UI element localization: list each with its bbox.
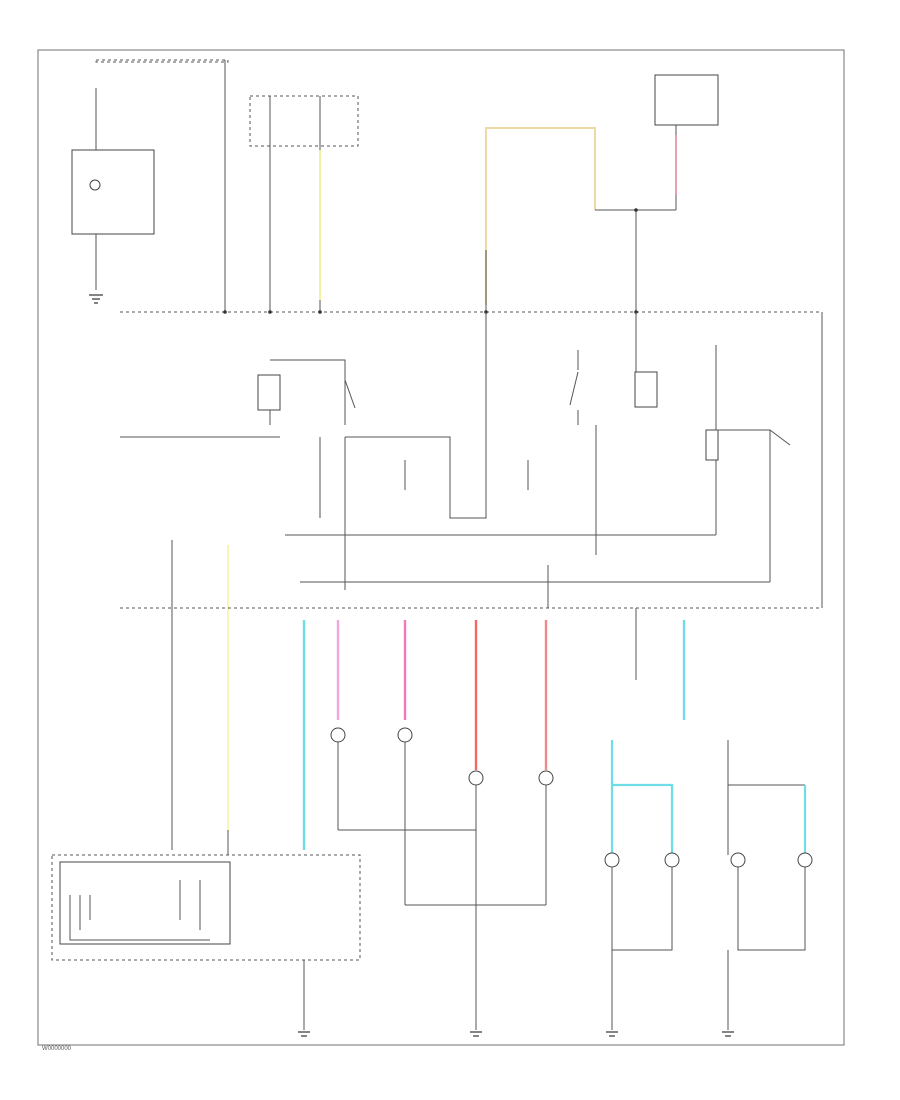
lamp-right-lower xyxy=(538,770,554,905)
ground-icon xyxy=(89,294,103,304)
right-fuse-switch xyxy=(705,345,791,478)
lamp-right-upper xyxy=(397,727,413,905)
fuse-row xyxy=(344,425,597,590)
ground-icon xyxy=(470,1031,482,1037)
lamp-left-lower xyxy=(468,770,484,1030)
ground-icon xyxy=(722,1031,734,1037)
top-left-fuse-block xyxy=(71,59,229,304)
orange-feed-wire xyxy=(485,127,596,305)
diagram-border xyxy=(37,49,845,1046)
left-feed-wires xyxy=(171,540,229,855)
right-relay xyxy=(569,312,658,425)
right-lamp-cluster-b xyxy=(727,740,813,1030)
left-relay xyxy=(257,359,356,425)
bus-connectors xyxy=(223,310,638,314)
top-fuse-pair xyxy=(249,95,359,312)
ground-icon xyxy=(606,1031,618,1037)
right-lamp-cluster-a xyxy=(604,740,680,1030)
bottom-grounds xyxy=(298,1031,734,1037)
lamp-left-upper xyxy=(330,727,346,830)
switch-module xyxy=(51,854,361,1030)
figure-code: W0000000 xyxy=(42,1046,72,1052)
top-right-fuse-box xyxy=(654,74,719,210)
ground-icon xyxy=(298,1031,310,1037)
lamp-feed-wires xyxy=(302,608,686,850)
